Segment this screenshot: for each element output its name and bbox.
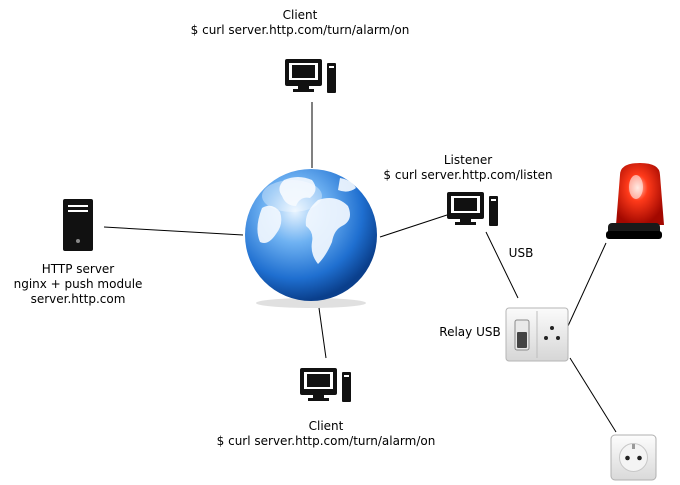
server-line2: nginx + push module [13, 277, 143, 291]
relay-label: Relay USB [439, 325, 501, 339]
link-listener-to-internet [379, 214, 448, 238]
client-bottom-title: Client [308, 419, 344, 433]
client-top-label: Client $ curl server.http.com/turn/alarm… [150, 8, 450, 38]
client-top-title: Client [282, 8, 318, 22]
client-bottom-label: Client $ curl server.http.com/turn/alarm… [176, 419, 476, 449]
server-line1: HTTP server [41, 262, 115, 276]
server-tower-icon [63, 199, 93, 251]
power-socket-icon [610, 434, 657, 481]
desktop-computer-icon [300, 368, 351, 402]
link-client-bottom-to-internet [318, 307, 327, 359]
alarm-beacon-icon [606, 163, 664, 239]
server-label: HTTP server nginx + push module server.h… [0, 262, 156, 307]
listener-title: Listener [443, 153, 493, 167]
client-top-command: $ curl server.http.com/turn/alarm/on [190, 23, 410, 37]
link-listener-to-relay-usb [485, 231, 519, 299]
connection-lines [103, 102, 617, 433]
client-bottom-command: $ curl server.http.com/turn/alarm/on [216, 434, 436, 448]
listener-command: $ curl server.http.com/listen [383, 168, 553, 182]
listener-label: Listener $ curl server.http.com/listen [338, 153, 598, 183]
link-server-to-internet [103, 226, 244, 236]
usb-edge-label: USB [508, 246, 534, 260]
link-relay-to-alarm [567, 242, 607, 327]
relay-switch-icon [505, 307, 569, 362]
server-line3: server.http.com [30, 292, 126, 306]
globe-icon [245, 169, 377, 308]
link-relay-to-socket [569, 357, 617, 433]
desktop-computer-icon [285, 59, 336, 93]
desktop-computer-icon [447, 192, 498, 226]
